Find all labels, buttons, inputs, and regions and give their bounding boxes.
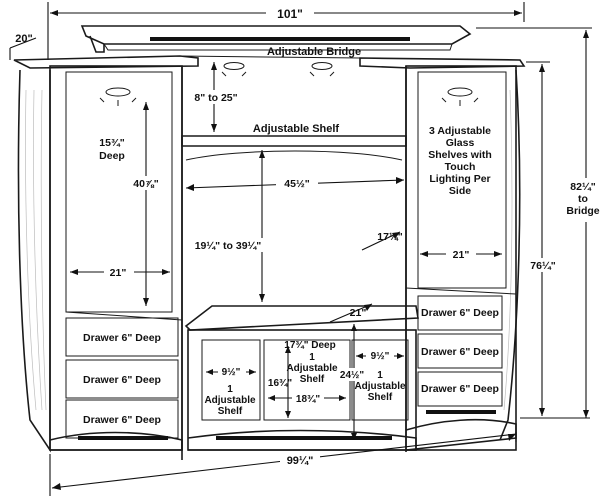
right-shelf-line-1: 1 [377,370,383,381]
side-height-label: 76¼" [530,260,555,272]
glass-shelves-line-4: Touch [445,161,476,173]
bridge-clearance-label: 8" to 25" [194,92,237,104]
height-to-bridge-word: to [578,193,588,205]
glass-shelves-note: 3 Adjustable Glass Shelves with Touch Li… [428,125,492,197]
top-depth-dimension: 20" [9,33,37,60]
tv-height-label: 19¼" to 39¼" [195,240,262,252]
glass-shelves-line-2: Glass [446,137,475,149]
total-width-label: 101" [277,7,303,21]
side-depth-label: 15¾" [99,137,124,149]
height-to-bridge-label: 82¼" [570,181,595,193]
side-depth-word: Deep [99,150,125,162]
glass-shelves-line-6: Side [449,185,471,197]
right-tower [405,65,521,451]
center-width-label: 18¾" [296,394,320,405]
left-drawer-labels: Drawer 6" Deep Drawer 6" Deep Drawer 6" … [83,332,161,426]
tv-depth-label: 17¼" [377,231,402,243]
center-shelf-line-1: 1 [309,352,315,363]
left-drawer-1-label: Drawer 6" Deep [83,332,161,344]
total-width-dimension: 101" [47,2,525,60]
side-inner-height-label: 40⅞" [133,178,158,190]
base-depth-label: 21" [350,307,367,319]
left-shelf-line-2: Adjustable [204,395,256,406]
right-inner-width-label: 21" [453,249,470,261]
glass-shelves-line-3: Shelves with [428,149,492,161]
right-drawer-labels: Drawer 6" Deep Drawer 6" Deep Drawer 6" … [421,307,499,395]
adjustable-bridge: Adjustable Bridge [80,25,472,58]
compartment-height-label: 16¾" [268,378,292,389]
adjustable-bridge-label: Adjustable Bridge [267,46,361,58]
interior-dimensions: 8" to 25" 40⅞" 15¾" Deep 21" 45½" 19¼" t… [70,62,502,440]
left-tower [17,65,183,453]
glass-shelves-line-1: 3 Adjustable [429,125,491,137]
height-to-bridge-word2: Bridge [566,205,599,217]
tv-width-label: 45½" [284,178,309,190]
right-drawer-3-label: Drawer 6" Deep [421,383,499,395]
center-shelf-line-3: Shelf [300,374,325,385]
adjustable-shelf-label: Adjustable Shelf [253,123,340,135]
right-height-dimensions: 82¼" to Bridge 76¼" [476,27,600,419]
compartment-width-left-label: 9½" [222,367,241,378]
base-shelf-labels: 1 Adjustable Shelf 1 Adjustable Shelf 1 … [204,352,406,417]
crown-molding [13,55,526,69]
left-shelf-line-3: Shelf [218,406,243,417]
bottom-width-dimension: 99¼" [49,432,517,496]
right-shelf-line-2: Adjustable [354,381,406,392]
compartment-width-right-label: 9½" [371,351,390,362]
side-inner-width-label: 21" [110,267,127,279]
compartment-depth-label: 17¾" Deep [284,340,335,351]
right-drawer-1-label: Drawer 6" Deep [421,307,499,319]
glass-shelves-line-5: Lighting Per [429,173,490,185]
left-shelf-line-1: 1 [227,384,233,395]
right-shelf-line-3: Shelf [368,392,393,403]
top-depth-label: 20" [15,33,32,45]
left-drawer-2-label: Drawer 6" Deep [83,374,161,386]
right-drawer-2-label: Drawer 6" Deep [421,346,499,358]
center-shelf-line-2: Adjustable [286,363,338,374]
base-height-label: 24½" [340,370,364,381]
bottom-width-label: 99¼" [287,455,314,467]
left-drawer-3-label: Drawer 6" Deep [83,414,161,426]
